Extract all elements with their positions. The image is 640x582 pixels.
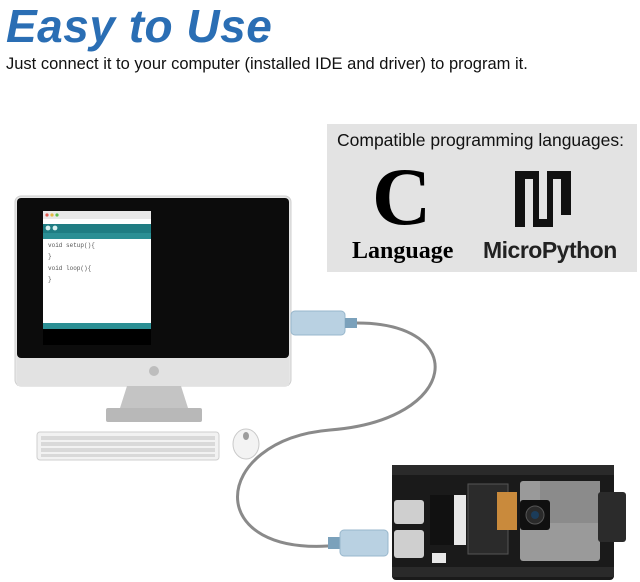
ide-code-line: }: [48, 253, 52, 260]
page-title: Easy to Use: [6, 0, 273, 52]
computer-monitor-icon: [14, 195, 292, 422]
c-logo-icon: C: [372, 151, 432, 242]
languages-heading: Compatible programming languages:: [337, 130, 624, 150]
c-language-label: Language: [352, 238, 454, 264]
usb-cable-icon: [236, 310, 437, 557]
ide-code-line: }: [48, 276, 52, 283]
ide-code-line: void loop(){: [48, 265, 92, 272]
esp32-board-icon: [392, 465, 626, 580]
page-subtitle: Just connect it to your computer (instal…: [6, 55, 528, 73]
keyboard-icon: [36, 431, 220, 461]
micropython-label: MicroPython: [483, 237, 617, 263]
ide-code-line: void setup(){: [48, 242, 95, 249]
languages-panel: Compatible programming languages: C Lang…: [327, 124, 637, 272]
micropython-logo-icon: [515, 171, 571, 227]
mouse-icon: [232, 428, 260, 460]
